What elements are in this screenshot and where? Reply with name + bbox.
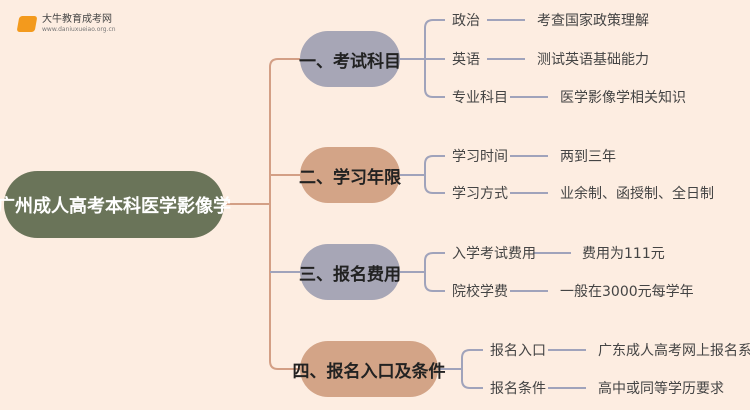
leaf-key: 英语 — [452, 52, 480, 68]
leaf-value: 测试英语基础能力 — [537, 52, 649, 68]
leaf-value: 业余制、函授制、全日制 — [560, 186, 714, 202]
leaf-key: 报名入口 — [490, 343, 546, 359]
leaf-key: 学习时间 — [452, 149, 508, 165]
branch-node-registration: 四、报名入口及条件 — [293, 341, 446, 397]
logo-url: www.daniuxueiao.org.cn — [42, 26, 116, 33]
leaf-key: 政治 — [452, 13, 480, 29]
leaf-value: 广东成人高考网上报名系统 — [598, 343, 750, 359]
leaf-value: 考查国家政策理解 — [537, 13, 649, 29]
leaf-key: 报名条件 — [490, 381, 546, 397]
branch-node-study-duration: 二、学习年限 — [299, 147, 401, 203]
leaf-key: 专业科目 — [452, 90, 508, 106]
branch-node-exam-subjects: 一、考试科目 — [299, 31, 401, 87]
branch-node-fees: 三、报名费用 — [299, 244, 401, 300]
book-icon — [16, 15, 38, 32]
leaf-value: 两到三年 — [560, 149, 616, 165]
site-logo: 大牛教育成考网 www.daniuxueiao.org.cn — [16, 14, 116, 33]
leaf-value: 高中或同等学历要求 — [598, 381, 724, 397]
leaf-key: 入学考试费用 — [452, 246, 536, 262]
leaf-key: 院校学费 — [452, 284, 508, 300]
leaf-value: 医学影像学相关知识 — [560, 90, 686, 106]
leaf-value: 一般在3000元每学年 — [560, 284, 694, 300]
root-node: 广州成人高考本科医学影像学 — [0, 171, 231, 238]
leaf-key: 学习方式 — [452, 186, 508, 202]
logo-name: 大牛教育成考网 — [42, 14, 112, 25]
leaf-value: 费用为111元 — [582, 246, 665, 262]
